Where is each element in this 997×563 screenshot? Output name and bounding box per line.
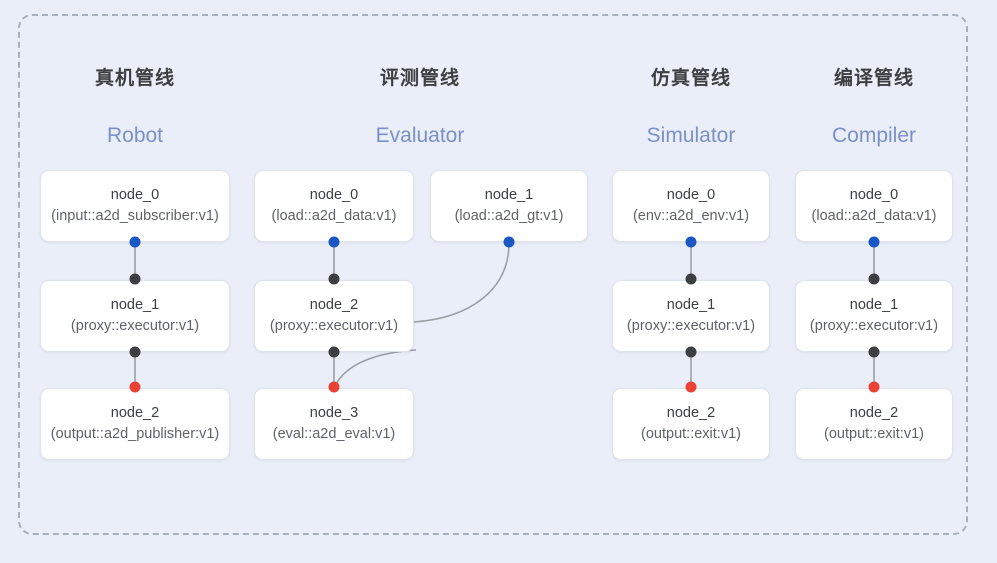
node-simulator-2[interactable]: node_2 (output::exit:v1) [612,388,770,460]
node-title: node_0 [309,187,359,203]
node-spec: (load::a2d_gt:v1) [454,208,564,224]
port-input-black-simulator-1[interactable] [685,273,697,285]
node-spec: (load::a2d_data:v1) [811,208,937,224]
node-robot-1[interactable]: node_1 (proxy::executor:v1) [40,280,230,352]
node-robot-2[interactable]: node_2 (output::a2d_publisher:v1) [40,388,230,460]
node-spec: (input::a2d_subscriber:v1) [51,208,219,224]
port-output-blue-compiler-0[interactable] [868,236,880,248]
node-compiler-0[interactable]: node_0 (load::a2d_data:v1) [795,170,953,242]
node-simulator-1[interactable]: node_1 (proxy::executor:v1) [612,280,770,352]
node-spec: (proxy::executor:v1) [269,318,399,334]
column-title-en-simulator: Simulator [646,124,736,147]
port-input-red-evaluator-3[interactable] [328,381,340,393]
node-evaluator-3[interactable]: node_3 (eval::a2d_eval:v1) [254,388,414,460]
node-title: node_0 [110,187,160,203]
node-evaluator-2[interactable]: node_2 (proxy::executor:v1) [254,280,414,352]
pipeline-group-frame [18,14,968,535]
column-title-cn-robot: 真机管线 [94,68,175,89]
node-title: node_3 [309,405,359,421]
port-output-blue-evaluator-0[interactable] [328,236,340,248]
node-title: node_1 [110,297,160,313]
port-input-red-compiler-2[interactable] [868,381,880,393]
node-simulator-0[interactable]: node_0 (env::a2d_env:v1) [612,170,770,242]
node-spec: (output::exit:v1) [824,426,924,442]
node-evaluator-1[interactable]: node_1 (load::a2d_gt:v1) [430,170,588,242]
port-input-red-simulator-2[interactable] [685,381,697,393]
node-compiler-1[interactable]: node_1 (proxy::executor:v1) [795,280,953,352]
node-compiler-2[interactable]: node_2 (output::exit:v1) [795,388,953,460]
column-title-cn-simulator: 仿真管线 [650,68,731,89]
port-output-black-evaluator-2[interactable] [328,346,340,358]
column-title-cn-evaluator: 评测管线 [379,68,460,89]
node-evaluator-0[interactable]: node_0 (load::a2d_data:v1) [254,170,414,242]
port-output-blue-robot-0[interactable] [129,236,141,248]
port-output-black-compiler-1[interactable] [868,346,880,358]
node-title: node_0 [849,187,899,203]
node-spec: (proxy::executor:v1) [626,318,756,334]
port-output-blue-simulator-0[interactable] [685,236,697,248]
node-title: node_1 [849,297,899,313]
node-title: node_0 [666,187,716,203]
node-title: node_2 [849,405,899,421]
node-spec: (proxy::executor:v1) [70,318,200,334]
port-output-black-simulator-1[interactable] [685,346,697,358]
node-title: node_2 [309,297,359,313]
node-spec: (load::a2d_data:v1) [271,208,397,224]
port-input-black-evaluator-2[interactable] [328,273,340,285]
node-title: node_2 [666,405,716,421]
column-title-en-robot: Robot [106,124,164,147]
port-output-blue-evaluator-1[interactable] [503,236,515,248]
node-title: node_2 [110,405,160,421]
node-spec: (output::exit:v1) [641,426,741,442]
column-title-cn-compiler: 编译管线 [833,68,914,89]
port-output-black-robot-1[interactable] [129,346,141,358]
column-title-en-compiler: Compiler [831,124,917,147]
node-spec: (env::a2d_env:v1) [632,208,750,224]
node-spec: (proxy::executor:v1) [809,318,939,334]
column-title-en-evaluator: Evaluator [375,124,465,147]
node-title: node_1 [484,187,534,203]
node-spec: (output::a2d_publisher:v1) [50,426,220,442]
port-input-black-robot-1[interactable] [129,273,141,285]
node-spec: (eval::a2d_eval:v1) [272,426,396,442]
node-title: node_1 [666,297,716,313]
port-input-black-compiler-1[interactable] [868,273,880,285]
node-robot-0[interactable]: node_0 (input::a2d_subscriber:v1) [40,170,230,242]
port-input-red-robot-2[interactable] [129,381,141,393]
